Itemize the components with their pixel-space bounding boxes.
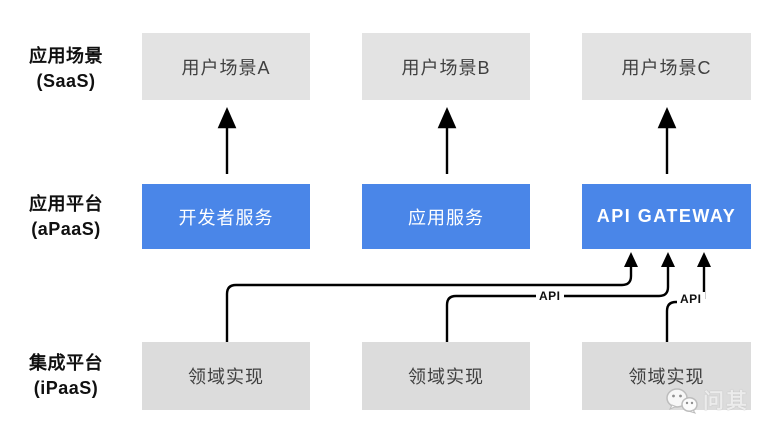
- row-label-apaas-zh: 应用平台: [29, 194, 103, 214]
- arrowhead-up-3: [657, 107, 677, 129]
- row-label-apaas: 应用平台 (aPaaS): [5, 192, 127, 242]
- row-label-ipaas-en: (iPaaS): [33, 378, 99, 399]
- row-label-apaas-en: (aPaaS): [31, 219, 101, 240]
- row-label-ipaas: 集成平台 (iPaaS): [5, 351, 127, 401]
- arrowhead-gateway-3: [697, 252, 711, 267]
- row-label-saas: 应用场景 (SaaS): [5, 44, 127, 94]
- arrowhead-up-1: [217, 107, 237, 129]
- row-label-saas-zh: 应用场景: [29, 46, 103, 66]
- api-label-2: API: [677, 292, 705, 306]
- arrowhead-gateway-1: [624, 252, 638, 267]
- arrowhead-gateway-2: [661, 252, 675, 267]
- box-developer-service: 开发者服务: [142, 184, 310, 249]
- box-user-scene-b: 用户场景B: [362, 33, 530, 100]
- box-domain-impl-3: 领域实现: [582, 342, 751, 410]
- row-label-ipaas-zh: 集成平台: [29, 353, 103, 373]
- box-api-gateway: API GATEWAY: [582, 184, 751, 249]
- connector-domain3-elbow: [665, 300, 681, 342]
- row-label-saas-en: (SaaS): [36, 71, 96, 92]
- box-domain-impl-2: 领域实现: [362, 342, 530, 410]
- connector-domain1-to-gateway: [225, 265, 633, 342]
- box-domain-impl-1: 领域实现: [142, 342, 310, 410]
- box-user-scene-c: 用户场景C: [582, 33, 751, 100]
- arrowhead-up-2: [437, 107, 457, 129]
- box-user-scene-a: 用户场景A: [142, 33, 310, 100]
- api-label-1: API: [536, 289, 564, 303]
- connector-domain2-to-gateway: [445, 265, 670, 342]
- box-app-service: 应用服务: [362, 184, 530, 249]
